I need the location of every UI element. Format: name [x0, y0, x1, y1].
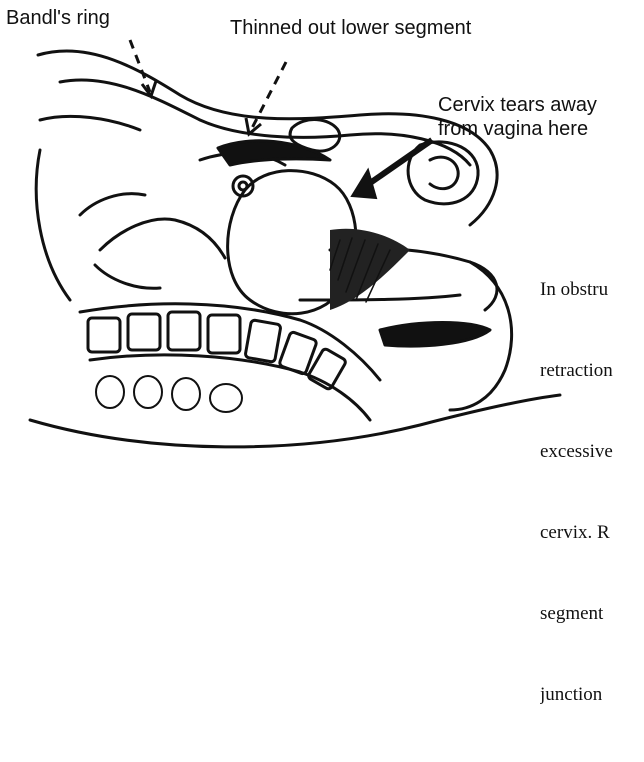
- maternal-thigh: [36, 150, 70, 300]
- foetal-arm: [100, 219, 225, 258]
- vertebral-column: [80, 304, 380, 420]
- lower-segment-label: Thinned out lower segment: [230, 16, 471, 40]
- cervix-label-line1: Cervix tears away: [438, 93, 597, 117]
- posterior-wall: [40, 116, 140, 130]
- caption-line: retraction: [540, 357, 644, 384]
- rectum: [380, 323, 490, 347]
- bladder-inner: [430, 157, 458, 189]
- caption-line: segment: [540, 600, 644, 627]
- bandls-ring-label: Bandl's ring: [6, 6, 110, 30]
- intervertebral-discs: [96, 376, 242, 412]
- caption-text: In obstru retraction excessive cervix. R…: [540, 222, 644, 762]
- bandls-ring-arrow: [130, 40, 150, 92]
- caption-line: junction: [540, 681, 644, 708]
- caption-line: In obstru: [540, 276, 644, 303]
- retraction-ring: [218, 141, 330, 165]
- lower-segment-arrow: [250, 62, 286, 132]
- vaginal-wall-lower: [300, 295, 460, 300]
- diagram-canvas: Bandl's ring Thinned out lower segment C…: [0, 0, 644, 463]
- caption-line: cervix. R: [540, 519, 644, 546]
- cervix-label-line2: from vagina here: [438, 117, 588, 141]
- caption-line: excessive: [540, 438, 644, 465]
